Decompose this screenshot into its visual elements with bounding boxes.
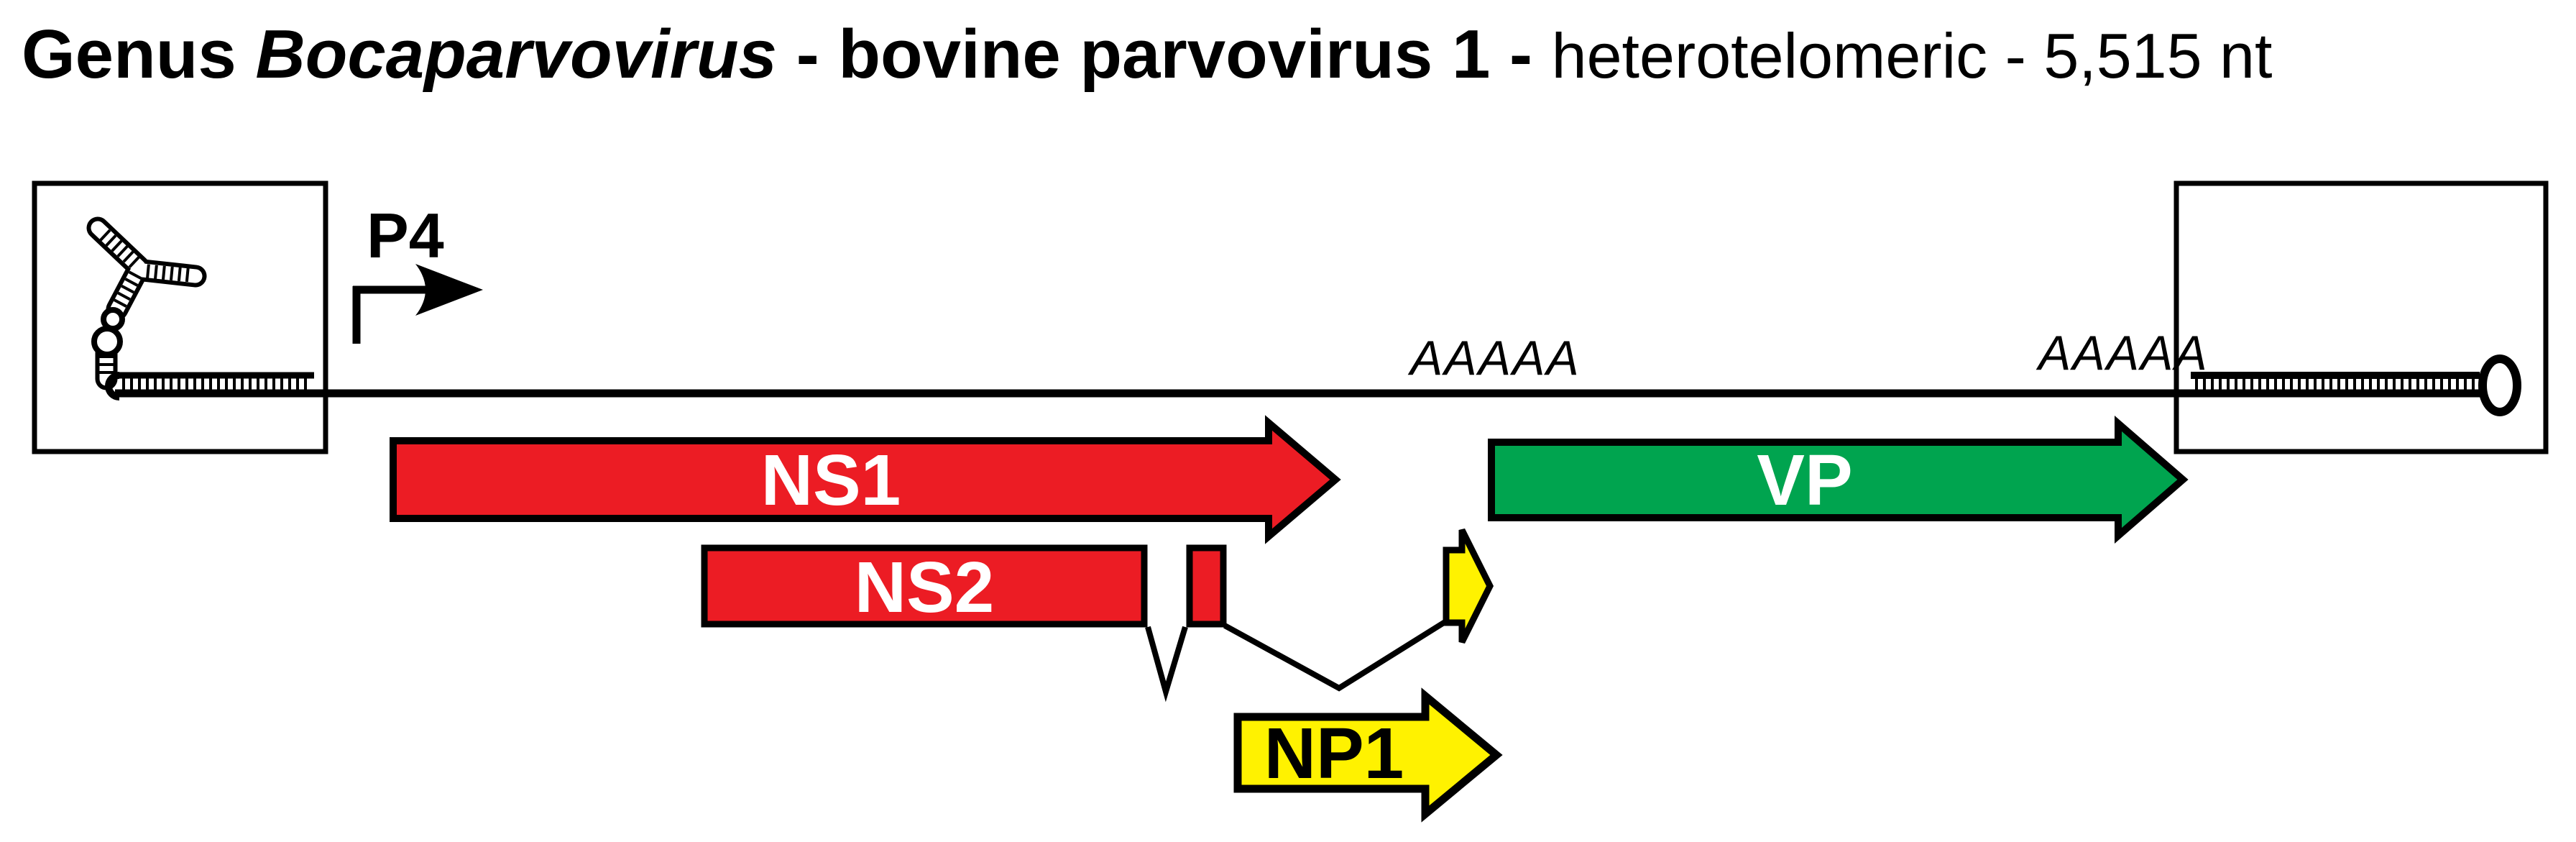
right-hairpin-loop [2478,354,2521,416]
right-hairpin-structure [2191,354,2521,416]
title-genus: Genus [22,16,255,93]
title-subtitle: heterotelomeric - 5,515 nt [1552,20,2273,91]
ns2-intron-line [1145,626,1188,703]
splice-junction-line [1223,618,1448,692]
figure-title: Genus Bocaparvovirus - bovine parvovirus… [22,16,2272,93]
hairpin-bubble-large [91,326,123,357]
ns1-arrow [390,415,1341,544]
hairpin-left-loop [105,372,120,401]
np1-label: NP1 [1264,713,1404,794]
ns2-label: NS2 [855,547,995,628]
p4-promoter-label: P4 [367,200,444,271]
left-telomere-box [32,180,328,454]
vp-label: VP [1757,440,1852,521]
vp-arrow [1488,416,2189,544]
title-species: Bocaparvovirus [255,16,777,93]
p4-promoter: P4 [352,200,483,344]
ns1-label: NS1 [761,440,901,521]
p4-arrowhead [415,264,483,316]
np1-arrow [1233,687,1503,823]
ns2-exon2 [1186,544,1227,628]
polya-left-label: AAAAA [1407,331,1581,385]
vp-start-arrow [1443,528,1494,644]
hairpin-arm-rungs [96,226,192,376]
polya-right-label: AAAAA [2036,326,2209,380]
left-hairpin-structure [86,216,314,401]
title-host: - bovine parvovirus 1 - [777,16,1552,93]
ns2-exon1 [701,544,1148,628]
